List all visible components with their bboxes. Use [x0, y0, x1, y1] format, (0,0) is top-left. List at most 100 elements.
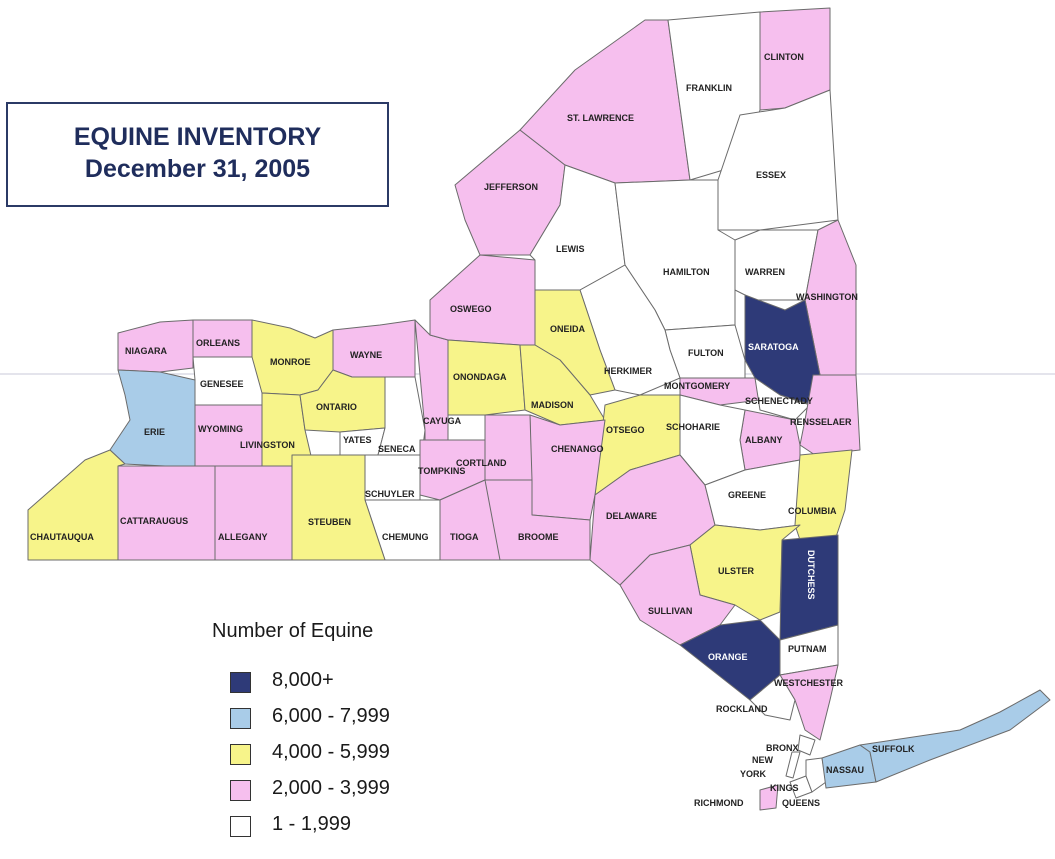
label-delaware: DELAWARE	[606, 511, 657, 521]
label-broome: BROOME	[518, 532, 559, 542]
label-rensselaer: RENSSELAER	[790, 417, 852, 427]
county-queens[interactable]	[805, 757, 827, 793]
label-st-lawrence: ST. LAWRENCE	[567, 113, 634, 123]
label-new-york-2: YORK	[740, 769, 767, 779]
legend-item-2000-3999: 2,000 - 3,999	[230, 777, 390, 813]
label-suffolk: SUFFOLK	[872, 744, 915, 754]
legend-item-6000-7999: 6,000 - 7,999	[230, 705, 390, 741]
county-richmond[interactable]	[759, 784, 779, 811]
county-rockland[interactable]	[749, 674, 796, 721]
label-warren: WARREN	[745, 267, 785, 277]
label-cayuga: CAYUGA	[423, 416, 462, 426]
label-wyoming: WYOMING	[198, 424, 243, 434]
label-jefferson: JEFFERSON	[484, 182, 538, 192]
label-montgomery: MONTGOMERY	[664, 381, 730, 391]
county-oswego[interactable]	[429, 254, 536, 346]
county-onondaga[interactable]	[447, 339, 526, 416]
county-cattaraugus[interactable]	[117, 465, 216, 561]
label-erie: ERIE	[144, 427, 165, 437]
label-yates: YATES	[343, 435, 372, 445]
label-bronx: BRONX	[766, 743, 799, 753]
county-chenango[interactable]	[529, 414, 606, 521]
label-franklin: FRANKLIN	[686, 83, 732, 93]
label-schoharie: SCHOHARIE	[666, 422, 720, 432]
label-otsego: OTSEGO	[606, 425, 645, 435]
label-orange: ORANGE	[708, 652, 748, 662]
legend-label: 4,000 - 5,999	[272, 741, 390, 763]
label-saratoga: SARATOGA	[748, 342, 799, 352]
county-wayne[interactable]	[332, 319, 416, 378]
label-niagara: NIAGARA	[125, 346, 167, 356]
county-chautauqua[interactable]	[27, 449, 126, 561]
label-allegany: ALLEGANY	[218, 532, 268, 542]
county-columbia[interactable]	[794, 449, 853, 541]
label-chautauqua: CHAUTAUQUA	[30, 532, 94, 542]
label-oswego: OSWEGO	[450, 304, 492, 314]
label-livingston: LIVINGSTON	[240, 440, 295, 450]
label-schenectady: SCHENECTADY	[745, 396, 813, 406]
label-putnam: PUTNAM	[788, 644, 827, 654]
label-greene: GREENE	[728, 490, 766, 500]
county-warren[interactable]	[734, 229, 819, 301]
legend: Number of Equine 8,000+ 6,000 - 7,999 4,…	[212, 620, 390, 849]
county-allegany[interactable]	[214, 465, 293, 561]
label-oneida: ONEIDA	[550, 324, 586, 334]
label-richmond: RICHMOND	[694, 798, 744, 808]
label-schuyler: SCHUYLER	[365, 489, 415, 499]
legend-label: 1 - 1,999	[272, 813, 351, 835]
map-title: EQUINE INVENTORY	[73, 123, 322, 151]
legend-swatch	[230, 744, 251, 765]
label-hamilton: HAMILTON	[663, 267, 710, 277]
label-cattaraugus: CATTARAUGUS	[120, 516, 188, 526]
label-ulster: ULSTER	[718, 566, 755, 576]
label-fulton: FULTON	[688, 348, 724, 358]
legend-swatch	[230, 708, 251, 729]
county-madison[interactable]	[519, 344, 606, 426]
map-title-box: EQUINE INVENTORY December 31, 2005	[6, 102, 389, 207]
label-queens: QUEENS	[782, 798, 820, 808]
county-bronx[interactable]	[797, 734, 816, 756]
label-cortland: CORTLAND	[456, 458, 507, 468]
label-albany: ALBANY	[745, 435, 783, 445]
map-subtitle-date: December 31, 2005	[84, 155, 311, 183]
county-sullivan[interactable]	[619, 544, 736, 646]
label-wayne: WAYNE	[350, 350, 382, 360]
label-lewis: LEWIS	[556, 244, 585, 254]
label-tompkins: TOMPKINS	[418, 466, 465, 476]
label-washington: WASHINGTON	[796, 292, 858, 302]
legend-title: Number of Equine	[212, 620, 374, 642]
county-new-york[interactable]	[785, 751, 801, 779]
label-new-york-1: NEW	[752, 755, 774, 765]
label-monroe: MONROE	[270, 357, 311, 367]
county-erie[interactable]	[109, 369, 196, 467]
label-onondaga: ONONDAGA	[453, 372, 507, 382]
label-columbia: COLUMBIA	[788, 506, 837, 516]
label-sullivan: SULLIVAN	[648, 606, 692, 616]
counties-layer	[27, 7, 1051, 811]
label-seneca: SENECA	[378, 444, 416, 454]
county-suffolk[interactable]	[859, 689, 1051, 783]
label-herkimer: HERKIMER	[604, 366, 653, 376]
label-westchester: WESTCHESTER	[774, 678, 844, 688]
label-dutchess: DUTCHESS	[806, 550, 816, 600]
label-nassau: NASSAU	[826, 765, 864, 775]
label-rockland: ROCKLAND	[716, 704, 768, 714]
legend-label: 8,000+	[272, 669, 334, 691]
label-ontario: ONTARIO	[316, 402, 357, 412]
county-montgomery[interactable]	[679, 377, 761, 406]
label-tioga: TIOGA	[450, 532, 479, 542]
label-steuben: STEUBEN	[308, 517, 351, 527]
legend-item-1-1999: 1 - 1,999	[230, 813, 373, 849]
legend-swatch	[230, 672, 251, 693]
county-wyoming[interactable]	[194, 404, 263, 467]
label-kings: KINGS	[770, 783, 799, 793]
county-cortland[interactable]	[484, 414, 533, 481]
label-chenango: CHENANGO	[551, 444, 604, 454]
legend-label: 6,000 - 7,999	[272, 705, 390, 727]
county-schenectady[interactable]	[754, 377, 811, 421]
label-madison: MADISON	[531, 400, 574, 410]
county-broome[interactable]	[484, 479, 591, 561]
legend-swatch	[230, 780, 251, 801]
legend-swatch	[230, 816, 251, 837]
